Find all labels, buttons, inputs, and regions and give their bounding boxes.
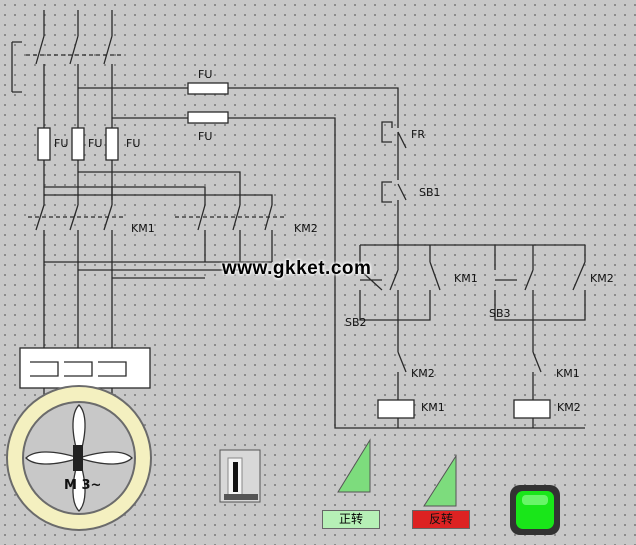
forward-button[interactable]: 正转 (322, 510, 380, 529)
label-km1-aux: KM1 (454, 272, 478, 285)
label-km2-aux: KM2 (590, 272, 614, 285)
thermal-relay (19, 347, 151, 389)
label-km2-coil: KM2 (557, 401, 581, 414)
label-fr: FR (411, 128, 425, 141)
km2-coil (513, 399, 551, 419)
label-km2-main: KM2 (294, 222, 318, 235)
label-fu-a: FU (54, 137, 69, 150)
label-sb2: SB2 (345, 316, 367, 329)
label-fu-b: FU (88, 137, 103, 150)
label-sb3: SB3 (489, 307, 511, 320)
km1-coil (377, 399, 415, 419)
run-indicator-lamp (510, 485, 560, 535)
label-fu-top: FU (198, 68, 213, 81)
motor (6, 385, 152, 531)
label-km1-coil: KM1 (421, 401, 445, 414)
label-km1-main: KM1 (131, 222, 155, 235)
label-fu-mid: FU (198, 130, 213, 143)
watermark-text: www.gkket.com (222, 258, 372, 279)
label-km2-interlock: KM2 (411, 367, 435, 380)
label-sb1: SB1 (419, 186, 441, 199)
forward-indicator-triangle (337, 438, 371, 493)
fuse-bank (37, 127, 119, 161)
reverse-button[interactable]: 反转 (412, 510, 470, 529)
motor-label: M 3~ (64, 478, 102, 493)
fuse-top (187, 82, 229, 124)
knife-switch[interactable] (219, 449, 261, 503)
label-km1-interlock: KM1 (556, 367, 580, 380)
reverse-indicator-triangle (423, 454, 457, 507)
label-fu-c: FU (126, 137, 141, 150)
